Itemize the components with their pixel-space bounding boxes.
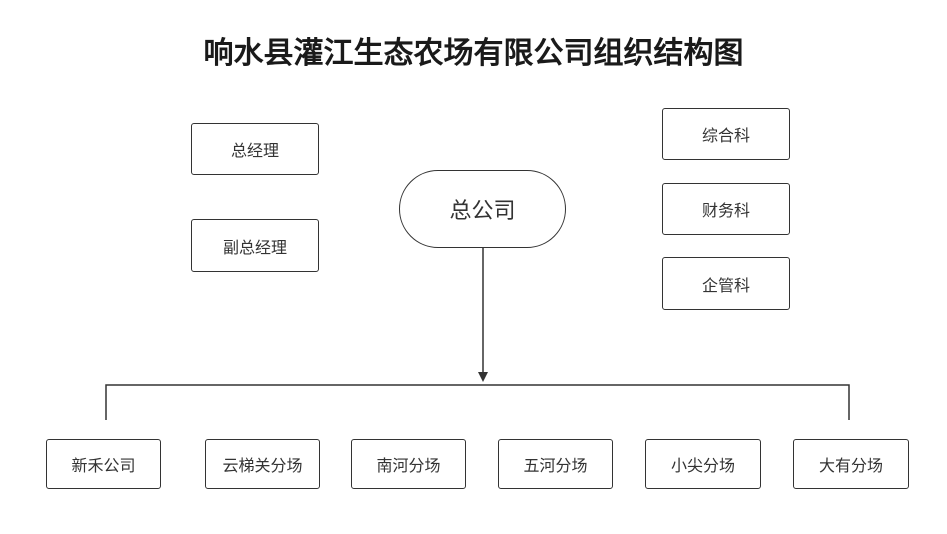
node-finance-dept: 财务科: [662, 183, 790, 235]
node-branch-xinhe: 新禾公司: [46, 439, 161, 489]
node-branch-wuhe: 五河分场: [498, 439, 613, 489]
node-general-manager: 总经理: [191, 123, 319, 175]
branch-bus-line: [105, 384, 850, 420]
node-branch-dayou: 大有分场: [793, 439, 909, 489]
node-enterprise-mgmt-dept: 企管科: [662, 257, 790, 310]
node-branch-yunti: 云梯关分场: [205, 439, 320, 489]
node-branch-nanhe: 南河分场: [351, 439, 466, 489]
diagram-title: 响水县灌江生态农场有限公司组织结构图: [203, 36, 744, 71]
node-branch-xiaojian: 小尖分场: [645, 439, 761, 489]
node-headquarters: 总公司: [399, 170, 566, 248]
node-deputy-general-manager: 副总经理: [191, 219, 319, 272]
node-general-affairs-dept: 综合科: [662, 108, 790, 160]
